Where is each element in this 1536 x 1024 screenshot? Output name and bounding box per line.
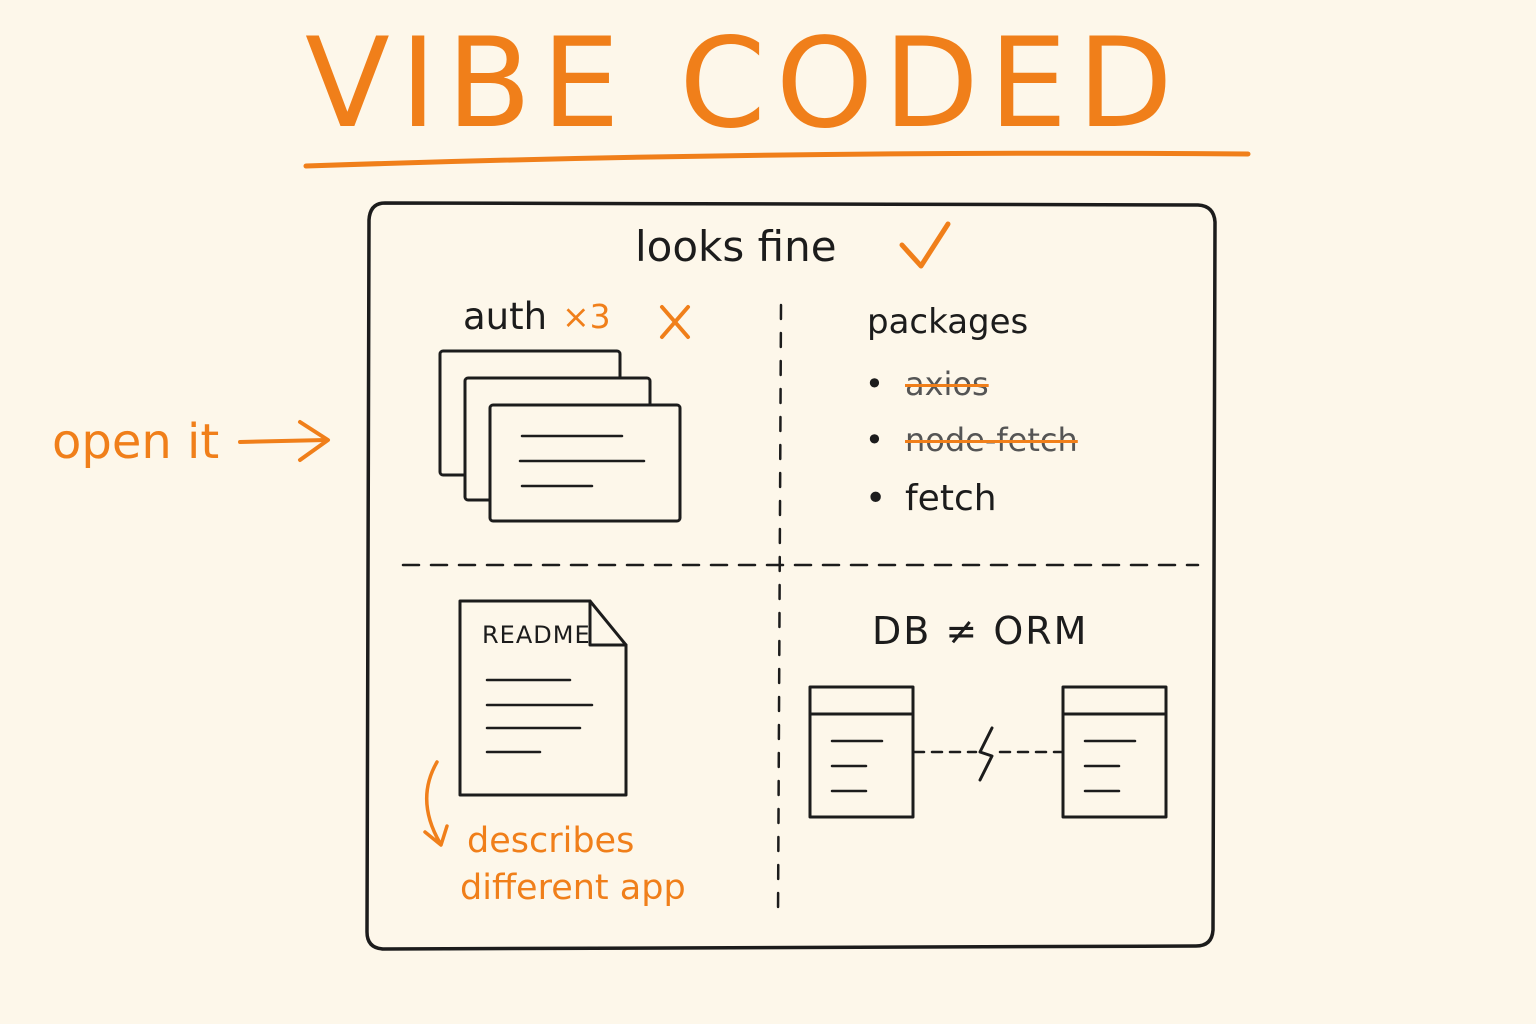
curved-arrow-icon [423,760,449,847]
main-frame [365,201,1217,951]
readme-note-line1: describes [467,821,635,861]
cross-icon [660,305,690,339]
auth-multiplier: ×3 [562,297,611,336]
db-table-icon [808,685,915,819]
auth-cards-icon [438,349,682,523]
check-icon [899,221,951,269]
header-label: looks fine [635,222,837,271]
arrow-right-icon [238,420,330,462]
readme-document-icon [458,599,628,797]
db-orm-label: DB ≠ ORM [872,609,1089,653]
packages-label: packages [867,302,1029,342]
readme-doc-label: README [482,621,591,649]
package-item-node-fetch: node-fetch [865,424,1078,456]
package-item-fetch: fetch [865,481,996,518]
vertical-divider [776,303,783,920]
auth-label: auth [463,295,548,338]
page-title: VIBE CODED [305,12,1183,156]
auth-card-front [488,403,682,523]
orm-table-icon [1061,685,1168,819]
title-underline [303,150,1251,169]
readme-note-line2: different app [460,868,686,908]
pointer-label: open it [52,414,220,470]
package-item-axios: axios [865,368,989,400]
broken-link-icon [912,726,1064,782]
